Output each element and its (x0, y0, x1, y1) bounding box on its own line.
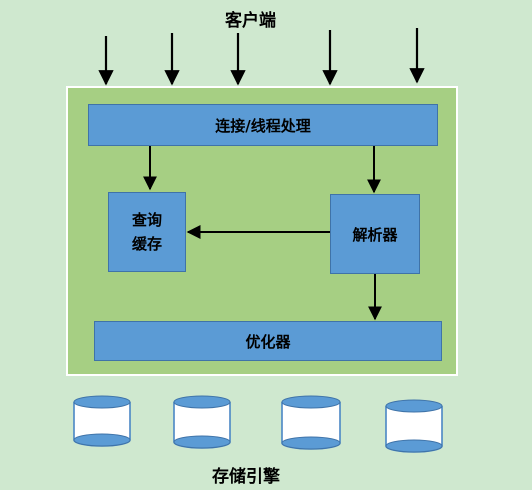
client-label: 客户端 (225, 11, 276, 31)
storage-engine-label: 存储引擎 (212, 467, 280, 487)
storage-cylinder-1 (73, 395, 131, 447)
parser-box: 解析器 (330, 194, 420, 274)
connection-thread-box: 连接/线程处理 (88, 104, 438, 146)
storage-cylinder-3 (281, 395, 341, 450)
storage-cylinder-2 (173, 395, 231, 449)
storage-cylinder-4 (385, 399, 443, 453)
optimizer-box: 优化器 (94, 321, 442, 361)
query-cache-box: 查询缓存 (108, 192, 186, 272)
